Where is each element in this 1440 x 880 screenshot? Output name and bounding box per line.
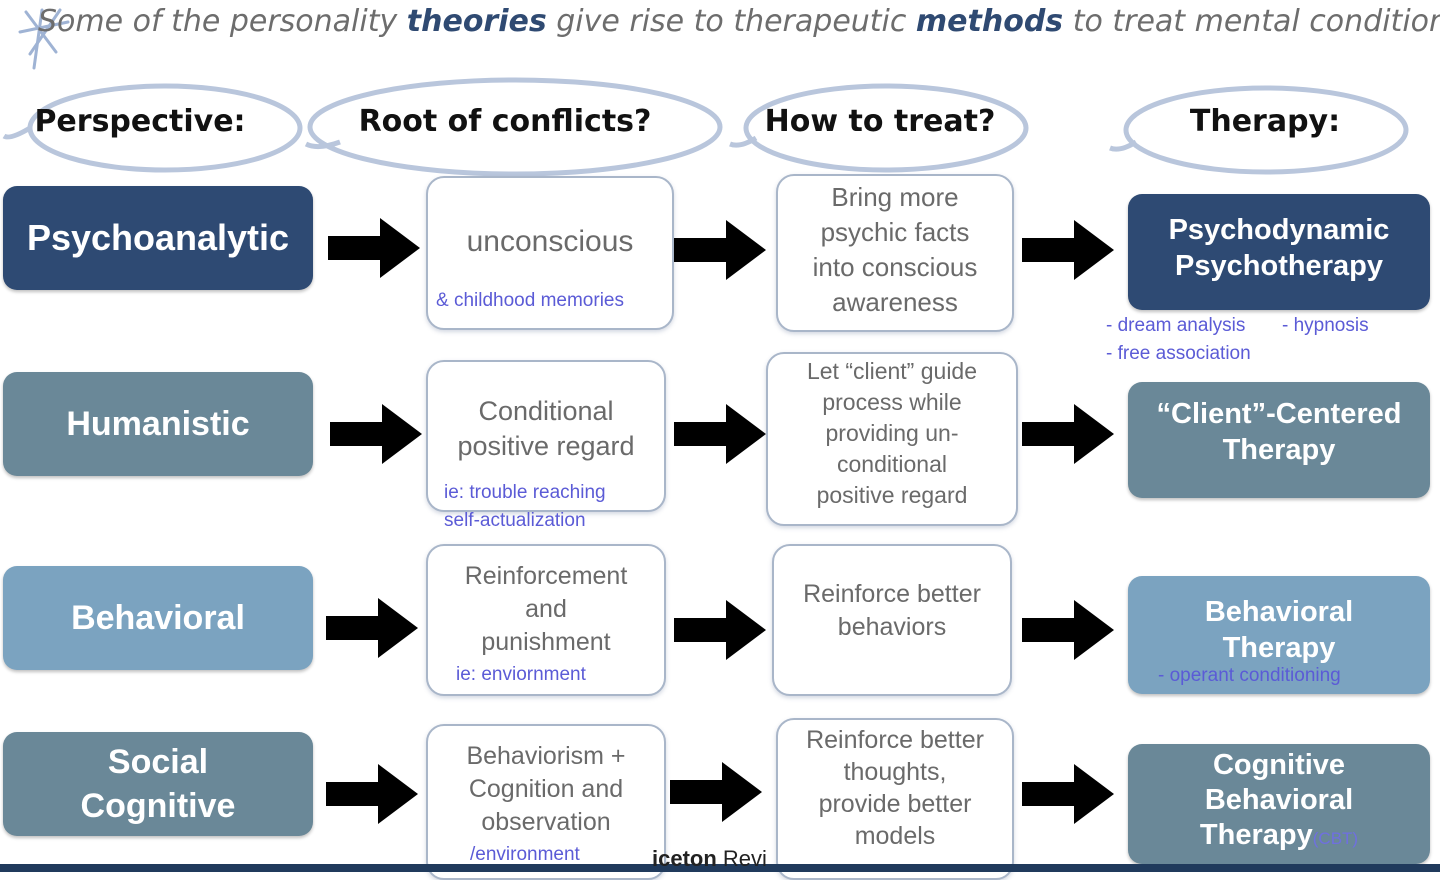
slide-title: Some of the personality theories give ri… [38,4,1440,39]
arrow-right-icon [328,218,420,278]
arrow-right-icon [1022,600,1114,660]
treat-box-psychoanalytic: Bring more psychic facts into conscious … [776,174,1014,332]
treat-box-behavioral: Reinforce better behaviors [772,544,1012,696]
title-keyword-theories: theories [406,4,547,39]
footer-watermark: iceton Revi [652,846,767,871]
arrow-right-icon [1022,764,1114,824]
therapy-note-operant-conditioning: - operant conditioning [1158,665,1341,686]
arrow-right-icon [674,600,766,660]
arrow-right-icon [330,404,422,464]
therapy-client-centered: “Client”-Centered Therapy [1128,382,1430,498]
header-perspective: Perspective: [34,104,246,139]
therapy-psychodynamic: Psychodynamic Psychotherapy [1128,194,1430,310]
sparkle-icon [18,8,70,70]
treat-box-humanistic: Let “client” guide process while providi… [766,352,1018,526]
root-note-line2: self-actualization [444,510,586,531]
root-box-humanistic: Conditional positive regard [426,360,666,512]
arrow-right-icon [326,764,418,824]
root-box-behavioral: Reinforcement and punishment ie: enviorn… [426,544,666,696]
root-box-social-cognitive: Behaviorism + Cognition and observation … [426,724,666,880]
root-note: ie: enviornment [456,664,586,685]
header-root-of-conflicts: Root of conflicts? [358,104,652,139]
treat-box-social-cognitive: Reinforce better thoughts, provide bette… [776,718,1014,880]
root-note-line1: ie: trouble reaching [444,482,606,503]
root-box-psychoanalytic: unconscious & childhood memories [426,176,674,330]
arrow-right-icon [670,762,762,822]
therapy-cognitive-behavioral: Cognitive Behavioral Therapy(CBT) [1128,744,1430,864]
arrow-right-icon [674,404,766,464]
perspective-humanistic: Humanistic [3,372,313,476]
arrow-right-icon [674,220,766,280]
therapy-behavioral: Behavioral Therapy [1128,576,1430,694]
therapy-abbr: (CBT) [1312,829,1359,848]
root-note: & childhood memories [436,290,624,311]
header-therapy: Therapy: [1189,104,1341,139]
perspective-social-cognitive: Social Cognitive [3,732,313,836]
title-keyword-methods: methods [915,4,1064,39]
header-oval-root [304,77,723,177]
perspective-psychoanalytic: Psychoanalytic [3,186,313,290]
header-oval-perspective [2,83,303,173]
footer-bar [0,864,1440,872]
header-oval-treat [729,83,1029,173]
therapy-note-dream-analysis: - dream analysis [1106,315,1246,336]
therapy-note-free-association: - free association [1106,343,1251,364]
arrow-right-icon [326,598,418,658]
root-note: /environment [470,844,580,865]
arrow-right-icon [1022,404,1114,464]
perspective-behavioral: Behavioral [3,566,313,670]
therapy-note-hypnosis: - hypnosis [1282,315,1369,336]
header-how-to-treat: How to treat? [764,104,996,139]
header-oval-therapy [1109,85,1409,175]
arrow-right-icon [1022,220,1114,280]
